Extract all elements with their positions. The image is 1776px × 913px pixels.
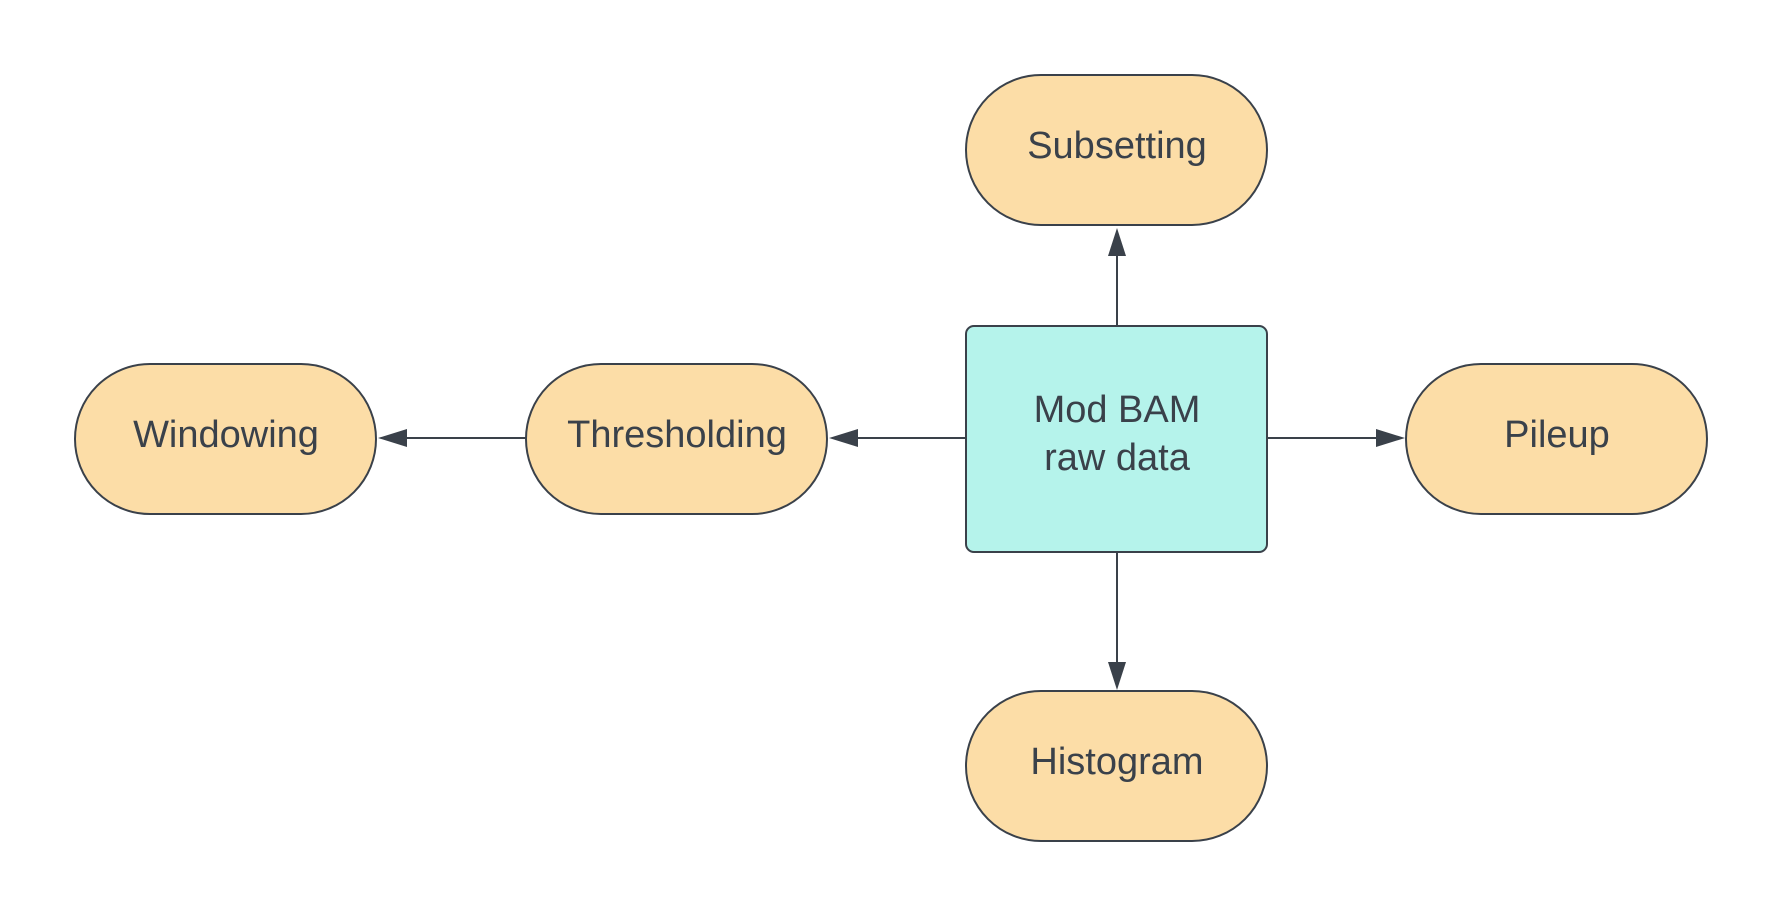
node-label: Thresholding	[567, 414, 787, 456]
arrowhead-thresholding	[829, 429, 858, 447]
node-subsetting: Subsetting	[965, 74, 1268, 226]
process-pill	[74, 363, 377, 515]
process-pill	[525, 363, 828, 515]
node-pileup: Pileup	[1405, 363, 1708, 515]
node-label-line2: raw data	[1044, 437, 1191, 479]
node-thresholding: Thresholding	[525, 363, 828, 515]
process-pill	[1405, 363, 1708, 515]
process-pill	[965, 74, 1268, 226]
arrowhead-pileup	[1376, 429, 1405, 447]
node-label: Histogram	[1030, 741, 1203, 783]
node-label: Subsetting	[1027, 125, 1207, 167]
node-windowing: Windowing	[74, 363, 377, 515]
node-mod-bam-raw-data: Mod BAM raw data	[965, 325, 1268, 553]
process-pill	[965, 690, 1268, 842]
connectors	[378, 228, 1405, 690]
arrowhead-subsetting	[1108, 228, 1126, 256]
node-label: Windowing	[133, 414, 319, 456]
arrowhead-windowing	[378, 429, 407, 447]
arrowhead-histogram	[1108, 662, 1126, 690]
node-histogram: Histogram	[965, 690, 1268, 842]
data-box	[965, 325, 1268, 553]
node-label-line1: Mod BAM	[1034, 389, 1201, 431]
node-label: Pileup	[1504, 414, 1610, 456]
